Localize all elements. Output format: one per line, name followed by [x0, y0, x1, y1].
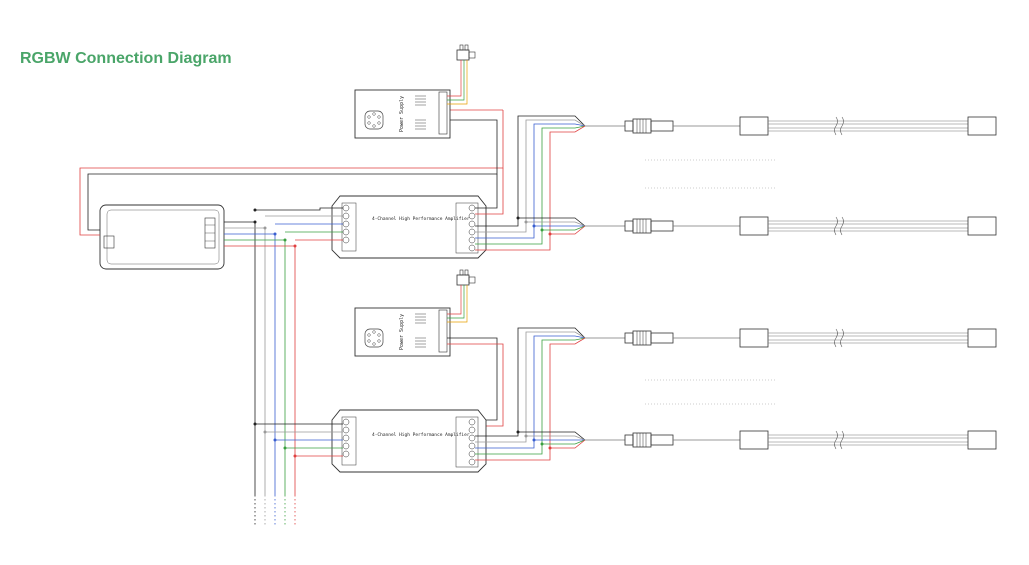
connector-icon — [624, 432, 674, 448]
power-supply-2: Power Supply — [354, 307, 451, 357]
connector-icon — [624, 330, 674, 346]
amplifier-1-label: 4-Channel High Performance Amplifier — [372, 216, 470, 222]
power-supply-2-wires — [447, 337, 504, 427]
amplifier-1-power-wires — [475, 168, 504, 215]
amplifier-1-input-wires — [255, 207, 343, 241]
led-strip-4 — [739, 430, 997, 450]
led-strip-1 — [739, 116, 997, 136]
plug-icon — [447, 269, 476, 323]
controller-power-wires — [79, 109, 504, 236]
connector-icon — [624, 218, 674, 234]
led-strip-2 — [739, 216, 997, 236]
led-strip-3 — [739, 328, 997, 348]
rgbw-controller — [99, 204, 225, 270]
connector-icon — [624, 118, 674, 134]
power-supply-2-label: Power Supply — [399, 314, 405, 350]
diagram-title: RGBW Connection Diagram — [20, 50, 232, 67]
amplifier-2-label: 4-Channel High Performance Amplifier — [372, 432, 470, 438]
amplifier-2-input-wires — [255, 423, 343, 457]
amplifier-2-output-wires — [475, 327, 586, 461]
controller-output-bus — [224, 221, 296, 525]
amplifier-2: 4-Channel High Performance Amplifier — [331, 409, 487, 473]
power-supply-1-label: Power Supply — [399, 96, 405, 132]
amplifier-1-output-wires — [475, 115, 586, 251]
power-supply-1: Power Supply — [354, 89, 451, 139]
amplifier-1: 4-Channel High Performance Amplifier — [331, 195, 487, 259]
plug-icon — [447, 44, 476, 105]
